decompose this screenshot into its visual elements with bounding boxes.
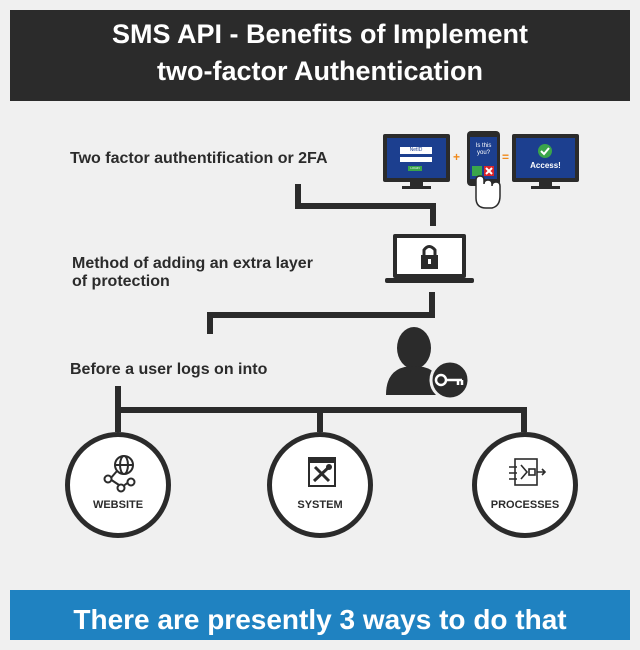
login-monitor-icon (383, 134, 450, 189)
step-2-label-line-2: of protection (72, 273, 170, 290)
step-1-label: Two factor authentification or 2FA (70, 150, 328, 167)
step-3-label: Before a user logs on into (70, 361, 268, 378)
system-label: SYSTEM (297, 499, 343, 511)
phone-icon (467, 131, 501, 209)
processes-label: PROCESSES (490, 499, 560, 511)
access-label: Access! (530, 161, 561, 170)
title-line-1: SMS API - Benefits of Implement (111, 19, 529, 49)
website-circle: WEBSITE (65, 432, 171, 538)
website-label: WEBSITE (92, 499, 144, 511)
equals-sign: = (502, 150, 510, 164)
footer-text: There are presently 3 ways to do that (73, 604, 567, 635)
process-flow-icon (509, 458, 547, 486)
title-banner: SMS API - Benefits of Implement two-fact… (10, 10, 630, 101)
step-2-label-line-1: Method of adding an extra layer (72, 255, 313, 272)
globe-network-icon (103, 455, 136, 493)
system-circle: SYSTEM (267, 432, 373, 538)
laptop-lock-icon (385, 234, 474, 283)
phone-question-line-1: Is this (475, 143, 492, 149)
user-key-icon (386, 327, 471, 401)
title-line-2: two-factor Authentication (157, 56, 483, 86)
access-monitor-icon (512, 134, 579, 189)
phone-question-line-2: you? (476, 150, 490, 156)
netid-label: NetID (409, 147, 423, 153)
plus-sign: + (453, 150, 461, 164)
tools-window-icon (308, 457, 336, 487)
processes-circle: PROCESSES (472, 432, 578, 538)
footer-banner: There are presently 3 ways to do that (10, 590, 630, 640)
login-label: LOGIN (410, 166, 420, 170)
